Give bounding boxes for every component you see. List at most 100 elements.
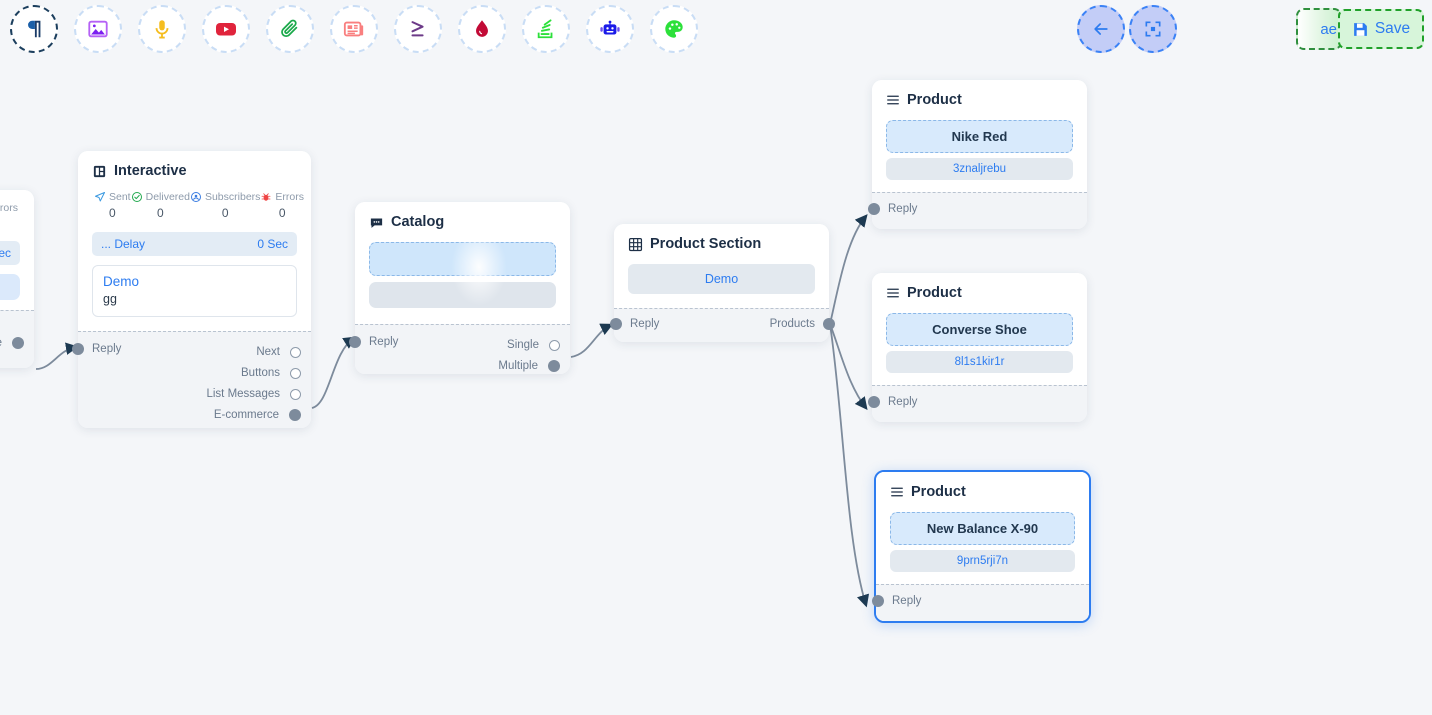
paragraph-icon-button[interactable]	[10, 5, 58, 53]
port-dot[interactable]	[12, 337, 24, 349]
catalog-placeholder-primary	[369, 242, 556, 276]
edge-section-to-product-3	[829, 323, 870, 608]
send-plane-icon	[95, 192, 105, 202]
palette-icon-button[interactable]	[650, 5, 698, 53]
product-name[interactable]: Nike Red	[886, 120, 1073, 153]
port-list-messages[interactable]: essage	[0, 333, 24, 353]
demo-button[interactable]: Demo	[628, 264, 815, 294]
port-reply-in[interactable]: Reply	[868, 203, 917, 215]
node-title-text: Product	[907, 285, 962, 301]
stat-label: Subscribers	[204, 191, 261, 203]
fit-to-screen-button[interactable]	[1129, 5, 1177, 53]
port-next[interactable]: Next	[256, 342, 301, 362]
list-icon	[890, 485, 904, 499]
node-product-2[interactable]: Product Converse Shoe 8l1s1kir1r Reply	[868, 273, 1087, 422]
palette-icon	[665, 20, 683, 38]
node-interactive[interactable]: Interactive Sent 0	[72, 151, 311, 428]
stat-subscribers: Subscribers 0	[190, 191, 260, 220]
port-reply-in[interactable]: Reply	[868, 396, 917, 408]
blood-drop-icon-button[interactable]	[458, 5, 506, 53]
node-title: Product Section	[628, 236, 815, 252]
port-dot[interactable]	[823, 318, 835, 330]
chat-bubble-icon	[369, 215, 384, 230]
catalog-placeholder-secondary	[369, 282, 556, 308]
port-buttons[interactable]: Buttons	[241, 363, 301, 383]
node-product-3[interactable]: Product New Balance X-90 9prn5rji7n Repl…	[872, 470, 1091, 623]
port-dot[interactable]	[290, 388, 301, 400]
port-dot[interactable]	[290, 346, 301, 358]
image-icon-button[interactable]	[74, 5, 122, 53]
node-catalog[interactable]: Catalog Reply Single Multiple	[349, 202, 570, 376]
blood-drop-icon	[476, 20, 488, 37]
delay-row[interactable]: ... Delay 0 Sec	[92, 232, 297, 256]
product-name[interactable]: Converse Shoe	[886, 313, 1073, 346]
port-products-out[interactable]: Products	[770, 318, 835, 330]
stat-label: Errors	[275, 191, 305, 203]
stack-icon-button[interactable]	[522, 5, 570, 53]
microphone-icon-button[interactable]	[138, 5, 186, 53]
port-reply-in[interactable]: Reply	[72, 343, 121, 355]
port-dot[interactable]	[72, 343, 84, 355]
node-product-1[interactable]: Product Nike Red 3znaljrebu Reply	[868, 80, 1087, 229]
stat-value: 0	[156, 206, 164, 220]
news-card-icon	[343, 21, 364, 37]
port-dot[interactable]	[289, 409, 301, 421]
save-disk-icon	[1353, 22, 1367, 36]
save-button[interactable]: Save	[1338, 9, 1424, 49]
node-title-text: Product Section	[650, 236, 762, 252]
node-product-section[interactable]: Product Section Demo Reply Products	[610, 224, 835, 342]
stat-errors: Errors 0	[0, 202, 18, 231]
greater-equal-icon-button[interactable]	[394, 5, 442, 53]
port-dot[interactable]	[868, 203, 880, 215]
product-id[interactable]: 9prn5rji7n	[890, 550, 1075, 572]
product-name[interactable]: New Balance X-90	[890, 512, 1075, 545]
stat-delivered: Delivered 0	[131, 191, 190, 220]
delay-row[interactable]: Sec	[0, 241, 20, 265]
port-dot[interactable]	[872, 595, 884, 607]
youtube-icon-button[interactable]	[202, 5, 250, 53]
product-id[interactable]: 3znaljrebu	[886, 158, 1073, 180]
port-dot[interactable]	[349, 336, 361, 348]
port-dot[interactable]	[548, 360, 560, 372]
port-label: List Messages	[206, 388, 280, 400]
port-reply-in[interactable]: Reply	[349, 336, 398, 348]
port-dot[interactable]	[290, 367, 301, 379]
stat-errors: Errors 0	[260, 191, 304, 220]
list-icon	[886, 286, 900, 300]
port-label: Buttons	[241, 367, 280, 379]
product-id[interactable]: 8l1s1kir1r	[886, 351, 1073, 373]
delay-value: 0 Sec	[257, 237, 288, 251]
hidden-secondary-button[interactable]: ae	[1296, 8, 1342, 50]
save-button-label: Save	[1374, 20, 1411, 37]
robot-icon-button[interactable]	[586, 5, 634, 53]
port-reply-in[interactable]: Reply	[610, 318, 659, 330]
port-dot[interactable]	[868, 396, 880, 408]
edge-section-to-product-2	[829, 323, 868, 410]
node-title-text: Product	[907, 92, 962, 108]
user-circle-icon	[190, 192, 201, 202]
node-title-text: Interactive	[114, 163, 187, 179]
edge-catalog-to-section	[570, 323, 614, 358]
port-dot[interactable]	[549, 339, 560, 351]
back-button[interactable]	[1077, 5, 1125, 53]
node-title: Interactive	[92, 163, 297, 179]
port-ecommerce[interactable]: E-commerce	[214, 405, 301, 425]
port-multiple[interactable]: Multiple	[498, 356, 560, 376]
node-stats: Sent 0 Delivered 0	[92, 191, 304, 220]
paperclip-icon-button[interactable]	[266, 5, 314, 53]
interactive-icon	[92, 164, 107, 179]
stat-sent: Sent 0	[94, 191, 131, 220]
microphone-icon	[155, 20, 169, 39]
port-list-messages[interactable]: List Messages	[206, 384, 301, 404]
node-offscreen-left[interactable]: Errors 0 Sec essage	[0, 190, 34, 368]
node-title-text: Product	[911, 484, 966, 500]
greater-equal-icon	[411, 21, 424, 37]
news-card-icon-button[interactable]	[330, 5, 378, 53]
message-box[interactable]: Demo gg	[92, 265, 297, 317]
port-dot[interactable]	[610, 318, 622, 330]
stack-icon	[537, 19, 553, 39]
youtube-icon	[216, 23, 236, 36]
port-single[interactable]: Single	[507, 335, 560, 355]
port-reply-in[interactable]: Reply	[872, 595, 921, 607]
